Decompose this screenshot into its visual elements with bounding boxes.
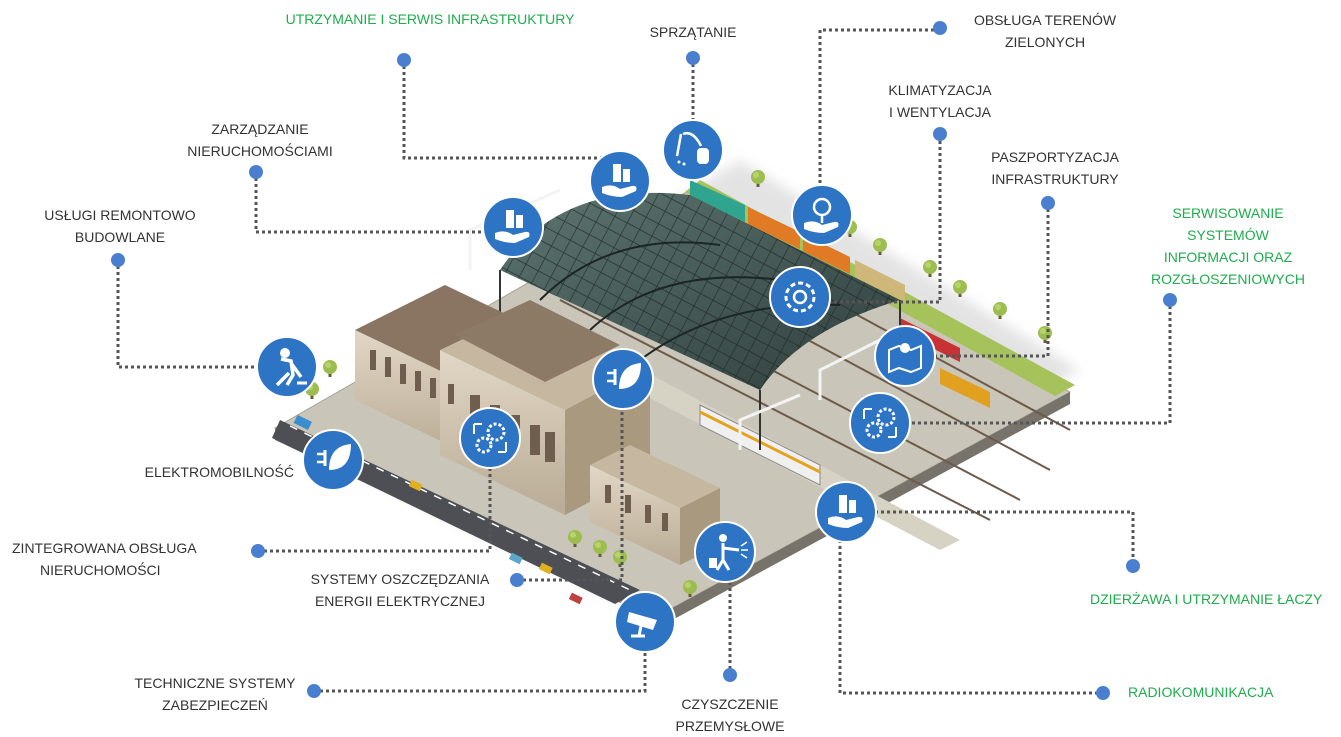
connector-paszport [925,203,1050,358]
label-klimatyzacja: KLIMATYZACJA I WENTYLACJA [860,79,1020,123]
connector-radio [838,540,1103,695]
station-illustration [272,160,1080,624]
dot-dzierzawa [1126,559,1140,573]
label-paszport-line-1: PASZPORTYZACJA [991,149,1119,165]
label-techniczne-line-1: TECHNICZNE SYSTEMY [134,675,296,691]
dot-paszport [1041,196,1055,210]
label-serwis-line-4: ROZGŁOSZENIOWYCH [1150,271,1305,287]
gears-cycle-icon [459,407,521,469]
label-zarzadzanie: ZARZĄDZANIE NIERUCHOMOŚCIAMI [180,118,340,162]
label-utrzymanie: UTRZYMANIE I SERWIS INFRASTRUKTURY [260,8,600,30]
label-dzierzawa: DZIERŻAWA I UTRZYMANIE ŁACZY [1090,588,1340,610]
label-paszport: PASZPORTYZACJA INFRASTRUKTURY [970,146,1140,190]
connector-serwis [905,300,1172,425]
map-pin-icon [874,325,936,387]
label-zintegrowana: ZINTEGROWANA OBSŁUGA NIERUCHOMOŚCI [12,537,242,581]
dot-zintegrowana [251,544,265,558]
connector-dzierzawa [875,510,1135,566]
label-energia: SYSTEMY OSZCZĘDZANIA ENERGII ELEKTRYCZNE… [285,568,515,612]
connector-utrzymanie [402,60,605,160]
label-serwis-line-2: SYSTEMÓW [1187,227,1269,243]
vacuum-cleaner-icon [662,119,724,181]
hand-building-icon [589,150,651,212]
connector-techniczne [314,645,647,693]
label-tereny-line-2: ZIELONYCH [1004,34,1086,50]
connector-klimatyzacja [828,135,942,304]
construction-worker-icon [256,336,318,398]
dot-zarzadzanie [249,165,263,179]
label-techniczne-line-2: ZABEZPIECZEŃ [162,697,268,713]
dot-serwis [1163,293,1177,307]
label-czyszczenie-line-2: PRZEMYSŁOWE [675,718,785,734]
label-utrzymanie-line: UTRZYMANIE I SERWIS INFRASTRUKTURY [285,11,575,27]
ventilation-gear-icon [769,266,831,328]
label-paszport-line-2: INFRASTRUKTURY [991,171,1119,187]
gears-cycle-icon [849,392,911,454]
dot-czyszczenie [723,668,737,682]
label-czyszczenie-line-1: CZYSZCZENIE [681,696,779,712]
label-energia-line-2: ENERGII ELEKTRYCZNEJ [314,593,486,609]
label-klimatyzacja-line-2: I WENTYLACJA [889,104,991,120]
plug-leaf-icon [302,429,364,491]
label-zintegrowana-line-1: ZINTEGROWANA OBSŁUGA [12,540,197,556]
label-klimatyzacja-line-1: KLIMATYZACJA [888,82,992,98]
dot-sprzatanie [686,51,700,65]
hand-building-icon [815,481,877,543]
security-camera-icon [614,591,676,653]
label-dzierzawa-line: DZIERŻAWA I UTRZYMANIE ŁACZY [1090,591,1323,607]
endpoint-dots [111,21,1177,700]
label-sprzatanie-line: SPRZĄTANIE [649,24,737,40]
label-sprzatanie: SPRZĄTANIE [630,21,756,43]
label-radio: RADIOKOMUNIKACJA [1128,681,1308,703]
connector-remont [116,260,256,369]
dot-radio [1096,686,1110,700]
label-zarzadzanie-line-2: NIERUCHOMOŚCIAMI [187,143,333,159]
label-tereny: OBSŁUGA TERENÓW ZIELONYCH [950,9,1140,53]
dot-techniczne [307,684,321,698]
service-icons [256,119,936,653]
label-remont-line-1: USŁUGI REMONTOWO [44,207,196,223]
connector-tereny [818,28,940,190]
dot-energia [510,573,524,587]
hand-tree-icon [791,184,853,246]
plug-leaf-icon [592,348,654,410]
connector-zarzadzanie [254,172,484,234]
connectors [116,28,1172,695]
dot-utrzymanie [397,53,411,67]
label-remont-line-2: BUDOWLANE [74,229,166,245]
dot-remont [111,253,125,267]
label-serwis-line-1: SERWISOWANIE [1172,205,1284,221]
label-techniczne: TECHNICZNE SYSTEMY ZABEZPIECZEŃ [115,672,315,716]
label-zintegrowana-line-2: NIERUCHOMOŚCI [40,562,161,578]
label-serwis: SERWISOWANIE SYSTEMÓW INFORMACJI ORAZ RO… [1128,202,1328,290]
hand-building-icon [482,196,544,258]
dot-klimatyzacja [933,127,947,141]
connector-energia [517,385,624,582]
label-czyszczenie: CZYSZCZENIE PRZEMYSŁOWE [650,693,810,737]
label-serwis-line-3: INFORMACJI ORAZ [1163,249,1293,265]
label-elektro-line: ELEKTROMOBILNOŚĆ [144,464,294,480]
label-tereny-line-1: OBSŁUGA TERENÓW [973,12,1117,28]
label-energia-line-1: SYSTEMY OSZCZĘDZANIA [310,571,490,587]
label-elektro: ELEKTROMOBILNOŚĆ [80,461,294,483]
label-remont: USŁUGI REMONTOWO BUDOWLANE [20,204,220,248]
connector-zintegrowana [258,455,492,553]
label-radio-line: RADIOKOMUNIKACJA [1128,684,1274,700]
dot-tereny [933,21,947,35]
label-zarzadzanie-line-1: ZARZĄDZANIE [211,121,309,137]
pressure-washer-icon [694,521,756,583]
